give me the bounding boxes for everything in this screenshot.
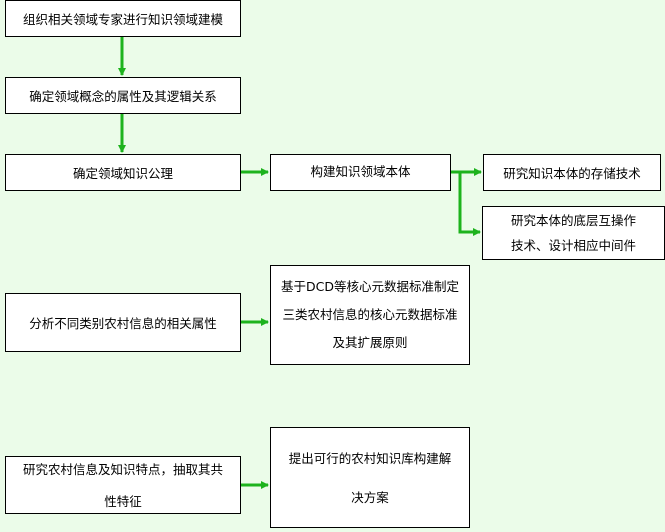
node-concept-attributes: 确定领域概念的属性及其逻辑关系 bbox=[5, 77, 241, 114]
node-label: 基于DCD等核心元数据标准制定 bbox=[281, 279, 459, 294]
node-label: 构建知识领域本体 bbox=[310, 164, 411, 179]
node-label: 技术、设计相应中间件 bbox=[510, 238, 636, 253]
node-label: 提出可行的农村知识库构建解 bbox=[288, 450, 452, 466]
node-label: 组织相关领域专家进行知识领域建模 bbox=[22, 12, 223, 27]
node-label: 性特征 bbox=[104, 493, 142, 509]
node-ontology-storage: 研究知识本体的存储技术 bbox=[483, 154, 661, 191]
node-label: 研究本体的底层互操作 bbox=[510, 213, 636, 228]
node-label: 分析不同类别农村信息的相关属性 bbox=[29, 316, 217, 331]
node-label: 确定领域概念的属性及其逻辑关系 bbox=[29, 89, 217, 104]
node-analyze-attributes: 分析不同类别农村信息的相关属性 bbox=[5, 293, 241, 352]
node-interoperability: 研究本体的底层互操作 技术、设计相应中间件 bbox=[482, 206, 665, 260]
node-knowledge-base-solution: 提出可行的农村知识库构建解 决方案 bbox=[270, 427, 470, 528]
node-label: 及其扩展原则 bbox=[332, 335, 408, 350]
node-domain-modeling: 组织相关领域专家进行知识领域建模 bbox=[5, 0, 241, 37]
node-label: 决方案 bbox=[351, 489, 389, 505]
node-label: 确定领域知识公理 bbox=[72, 166, 173, 181]
node-label: 研究知识本体的存储技术 bbox=[503, 166, 641, 181]
arrow-n4-n6 bbox=[458, 172, 481, 236]
node-label: 研究农村信息及知识特点，抽取其共 bbox=[22, 461, 223, 477]
node-domain-axioms: 确定领域知识公理 bbox=[5, 154, 241, 191]
node-metadata-standards: 基于DCD等核心元数据标准制定 三类农村信息的核心元数据标准 及其扩展原则 bbox=[270, 265, 470, 365]
node-label: 三类农村信息的核心元数据标准 bbox=[282, 307, 458, 322]
node-build-ontology: 构建知识领域本体 bbox=[270, 154, 451, 191]
node-rural-knowledge-features: 研究农村信息及知识特点，抽取其共 性特征 bbox=[5, 456, 241, 514]
